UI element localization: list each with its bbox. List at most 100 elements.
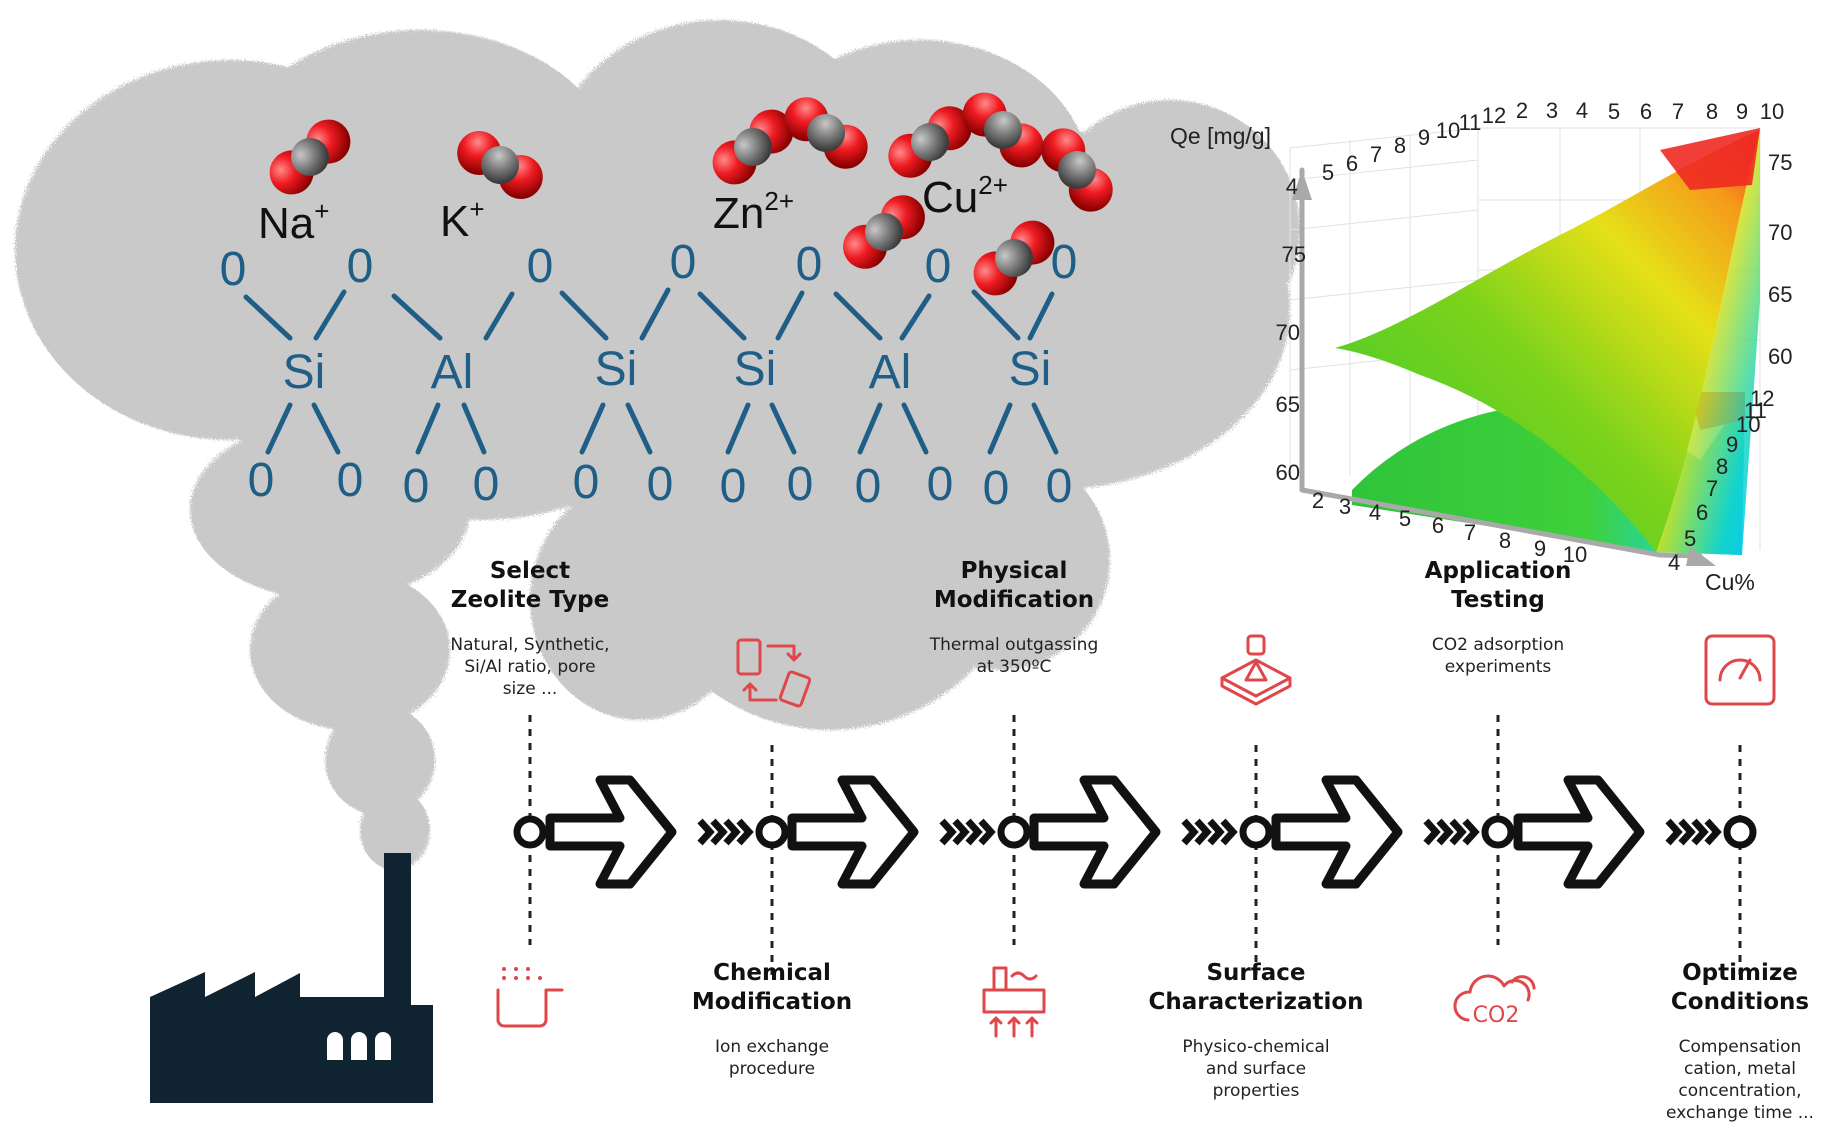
step-node xyxy=(1239,815,1273,849)
step-description: properties xyxy=(1213,1081,1300,1101)
cation-label-zn: Zn2+ xyxy=(713,186,794,238)
oxygen-atom: 0 xyxy=(855,460,882,513)
tick-label: 12 xyxy=(1482,103,1506,128)
step-title: Modification xyxy=(934,587,1094,613)
oxygen-atom: 0 xyxy=(473,458,500,511)
tick-label: 2 xyxy=(1516,98,1528,123)
co2-molecule-icon xyxy=(973,220,1055,296)
smoke-cloud xyxy=(15,20,1300,870)
surface-red-peak xyxy=(1660,128,1760,190)
tick-label: 65 xyxy=(1276,392,1300,417)
step-description: Si/Al ratio, pore xyxy=(464,657,595,677)
factory-silhouette-icon xyxy=(150,853,433,1103)
framework-atoms: 0 0 0 0 0 0 0 Si Al Si Si Al Si 0 0 0 0 … xyxy=(220,236,1078,515)
step-description: Ion exchange xyxy=(715,1037,829,1057)
oxygen-atom: 0 xyxy=(925,240,952,293)
tick-label: 3 xyxy=(1339,494,1351,519)
tick-label: 75 xyxy=(1768,150,1792,175)
x-axis-label: Cu% xyxy=(1705,569,1755,595)
chevron-markers-icon xyxy=(1181,818,1238,846)
oxygen-atom: 0 xyxy=(220,243,247,296)
step-description: size ... xyxy=(503,679,558,699)
chevron-markers-icon xyxy=(697,818,754,846)
tick-label: 10 xyxy=(1736,412,1760,437)
step-description: Thermal outgassing xyxy=(929,635,1098,655)
tick-label: 5 xyxy=(1684,526,1696,551)
step-description: procedure xyxy=(729,1059,815,1079)
tetrahedral-atom: Si xyxy=(283,346,326,399)
x-axis-arrowhead xyxy=(1686,546,1716,566)
tick-label: 7 xyxy=(1706,476,1718,501)
step-title: Physical xyxy=(961,558,1068,584)
step-node xyxy=(1481,815,1515,849)
tick-label: 6 xyxy=(1432,513,1444,538)
tick-label: 8 xyxy=(1716,454,1728,479)
oxygen-atom: 0 xyxy=(403,460,430,513)
tick-label: 70 xyxy=(1276,320,1300,345)
oxygen-atom: 0 xyxy=(527,240,554,293)
co2-molecule-icon xyxy=(269,119,351,195)
tick-label: 6 xyxy=(1346,151,1358,176)
step-node xyxy=(997,815,1031,849)
step-title: Zeolite Type xyxy=(451,587,609,613)
tick-label: 4 xyxy=(1668,550,1680,575)
exchange-containers-icon xyxy=(736,638,812,708)
oxygen-atom: 0 xyxy=(787,458,814,511)
step-title: Modification xyxy=(692,989,852,1015)
step-description: exchange time ... xyxy=(1666,1103,1814,1122)
tick-label: 10 xyxy=(1760,99,1784,124)
tick-label: 9 xyxy=(1726,432,1738,457)
step-description: Natural, Synthetic, xyxy=(450,635,609,655)
co2-molecule-icon xyxy=(962,92,1044,168)
tick-label: 60 xyxy=(1276,460,1300,485)
co2-molecule-icon xyxy=(784,97,868,169)
oxygen-atom: 0 xyxy=(1046,460,1073,513)
step-description: experiments xyxy=(1445,657,1552,677)
co2-molecule-icon xyxy=(843,195,925,269)
tick-label: 2 xyxy=(1312,488,1324,513)
oxygen-atom: 0 xyxy=(927,458,954,511)
step-arrow-icon xyxy=(545,775,677,889)
oxygen-atom: 0 xyxy=(248,454,275,507)
zeolite-framework xyxy=(243,287,1059,455)
oxygen-atom: 0 xyxy=(983,462,1010,515)
tick-label: 5 xyxy=(1608,99,1620,124)
step-arrow-icon xyxy=(1271,775,1403,889)
tick-label: 10 xyxy=(1436,118,1460,143)
chevron-markers-icon xyxy=(1423,818,1480,846)
step-description: Compensation xyxy=(1679,1037,1802,1057)
tick-label: 70 xyxy=(1768,220,1792,245)
tick-label: 4 xyxy=(1576,98,1588,123)
tick-label: 65 xyxy=(1768,282,1792,307)
tick-label: 9 xyxy=(1736,99,1748,124)
tick-label: 75 xyxy=(1282,242,1306,267)
step-title: Conditions xyxy=(1671,989,1809,1015)
step-node xyxy=(755,815,789,849)
tetrahedral-atom: Al xyxy=(869,346,912,399)
co2-cloud-icon: CO2 xyxy=(1453,974,1536,1028)
oxygen-atom: 0 xyxy=(347,240,374,293)
tick-label: 6 xyxy=(1640,99,1652,124)
step-arrow-icon xyxy=(787,775,919,889)
tick-label: 8 xyxy=(1499,528,1511,553)
step-title: Characterization xyxy=(1148,989,1363,1015)
oxygen-atom: 0 xyxy=(720,460,747,513)
surface-analysis-icon xyxy=(1220,634,1292,706)
step-title: Application xyxy=(1425,558,1572,584)
tick-label: 6 xyxy=(1696,500,1708,525)
tick-label: 11 xyxy=(1744,398,1767,423)
step-node xyxy=(513,815,547,849)
oxygen-atom: 0 xyxy=(1051,236,1078,289)
tick-label: 3 xyxy=(1546,98,1558,123)
step-title: Surface xyxy=(1206,960,1305,986)
tetrahedral-atom: Si xyxy=(595,343,638,396)
step-description: cation, metal xyxy=(1684,1059,1796,1079)
tick-label: 11 xyxy=(1459,110,1482,135)
step-description: at 350ºC xyxy=(977,657,1052,677)
tetrahedral-atom: Al xyxy=(431,346,474,399)
step-title: Optimize xyxy=(1682,960,1798,986)
